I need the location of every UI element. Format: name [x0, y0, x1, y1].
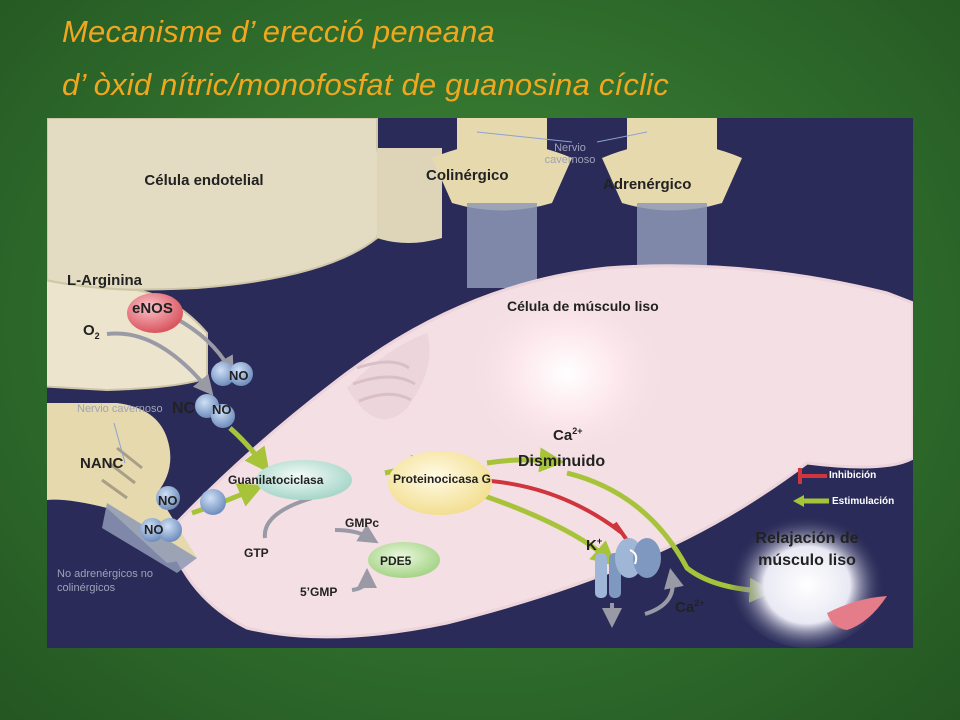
- erection-mechanism-diagram: [47, 118, 913, 648]
- no-label-1: NO: [229, 368, 249, 383]
- pde5-enzyme: [368, 542, 440, 578]
- 5gmp-label: 5’GMP: [300, 585, 338, 599]
- no-label-3: NO: [158, 493, 178, 508]
- endothelial-cells: [47, 118, 442, 392]
- guanylate-cyclase: [256, 460, 352, 500]
- nerve-terminal-cholinergic: [432, 118, 572, 288]
- celula-endotelial-label: Célula endotelial: [144, 172, 264, 189]
- adrenergico-label: Adrenérgico: [603, 176, 692, 193]
- no-label-2: NO: [212, 402, 232, 417]
- slide-title-line-2: d’ òxid nítric/monofosfat de guanosina c…: [62, 67, 669, 102]
- no-label-4: NO: [144, 522, 164, 537]
- legend-stimulation-mark: [793, 495, 829, 507]
- pde5-label: PDE5: [380, 554, 412, 568]
- enos-label: eNOS: [132, 300, 173, 317]
- enos-enzyme: [127, 293, 183, 333]
- proteinocicasa-label: Proteinocicasa G: [392, 472, 492, 486]
- guanilatociclasa-label: Guanilatociclasa: [228, 473, 324, 487]
- protein-kinase-g: [388, 451, 492, 515]
- ca-bottom-label: Ca2+: [675, 598, 705, 616]
- legend-inhibicion-label: Inhibición: [829, 470, 877, 481]
- relajacion-label: Relajación de músculo liso: [755, 530, 859, 569]
- no-adrenergicos-label: No adrenérgicos no colinérgicos: [57, 568, 154, 594]
- legend-inhibition-mark: [798, 468, 827, 484]
- ca-top-label: Ca2+: [553, 426, 583, 444]
- diagram-panel: Nervio cavernoso Colinérgico Adrenérgico…: [47, 118, 913, 648]
- no-label-partial: NC: [172, 400, 196, 417]
- pathway-arrows: [106, 316, 775, 628]
- l-arginina-label: L-Arginina: [67, 272, 142, 289]
- legend-estimulacion-label: Estimulación: [832, 496, 895, 507]
- colinergico-label: Colinérgico: [426, 167, 509, 184]
- slide-title-line-1: Mecanisme d’ erecció peneana: [62, 14, 495, 49]
- nanc-label: NANC: [80, 455, 124, 472]
- nerve-terminal-adrenergic: [602, 118, 742, 288]
- no-molecules: [140, 362, 253, 542]
- ca-channel: [615, 538, 661, 578]
- relaxed-muscle-icon: [827, 596, 887, 630]
- k-ion-label: K+: [586, 536, 603, 554]
- o2-label: O2: [83, 322, 100, 341]
- nervio-cavernoso-left-label: Nervio cavernoso: [77, 403, 163, 415]
- nervio-cavernoso-top-label: Nervio cavernoso: [544, 142, 596, 166]
- gmpc-label: GMPc: [345, 516, 380, 530]
- gtp-label: GTP: [244, 546, 269, 560]
- celula-musculo-liso-label: Célula de músculo liso: [507, 298, 659, 314]
- disminuido-label: Disminuido: [518, 453, 606, 470]
